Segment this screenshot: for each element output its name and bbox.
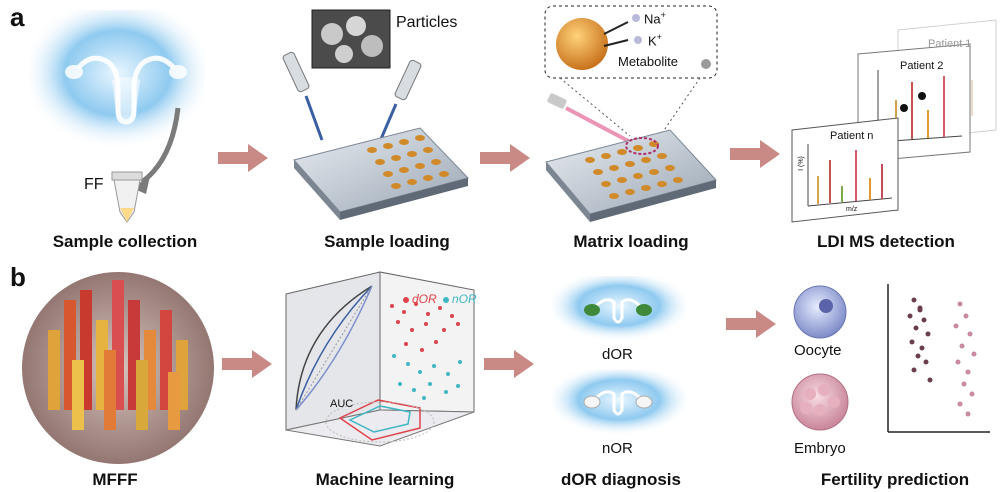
oocyte-label: Oocyte: [794, 342, 842, 359]
laser-icon: [547, 93, 635, 146]
ff-label: FF: [84, 176, 104, 193]
spectrum-y-axis-label: I (%): [797, 156, 805, 171]
flow-arrow-a1: [218, 144, 268, 172]
ion-inset-box: [544, 5, 718, 79]
auc-label: AUC: [330, 398, 354, 410]
step-label-machine-learning: Machine learning: [315, 470, 455, 489]
panel-a-letter: a: [10, 2, 25, 32]
uterus-illustration: [30, 10, 205, 150]
well-plate-loading: [293, 127, 469, 220]
patient-1-label: Patient 1: [928, 38, 972, 50]
flow-arrow-a2: [480, 144, 530, 172]
dor-diagnosis-label: dOR: [602, 346, 633, 363]
mfff-bars-illustration: [22, 272, 214, 464]
flow-arrow-b2: [484, 350, 534, 378]
patient-n-label: Patient n: [830, 130, 874, 142]
na-ion-label: Na+: [644, 10, 666, 27]
uterus-nor-illustration: [552, 370, 686, 436]
flow-arrow-b1: [222, 350, 272, 378]
metabolite-label: Metabolite: [618, 54, 678, 69]
ml-room-illustration: [285, 271, 475, 447]
panel-b-letter: b: [10, 262, 26, 292]
fertility-scatter-plot: [887, 284, 990, 433]
oocyte-icon: [793, 285, 847, 339]
legend-dor-label: dOR: [412, 292, 437, 306]
nor-diagnosis-label: nOR: [602, 440, 633, 457]
step-label-sample-loading: Sample loading: [324, 232, 450, 251]
step-label-dor-diagnosis: dOR diagnosis: [561, 470, 681, 489]
step-label-matrix-loading: Matrix loading: [573, 232, 689, 251]
particles-sem-image: [311, 9, 391, 69]
spectrum-patient-n: [791, 117, 899, 223]
well-plate-matrix: [545, 129, 717, 222]
pipette-left-icon: [282, 51, 324, 141]
uterus-dor-illustration: [552, 276, 686, 342]
spectrum-x-axis-label: m/z: [846, 206, 858, 213]
flow-arrow-a3: [730, 140, 780, 168]
step-label-fertility-prediction: Fertility prediction: [820, 470, 970, 489]
k-ion-label: K+: [648, 32, 662, 49]
sample-tube-icon: [111, 171, 143, 223]
legend-nor-label: nOR: [452, 292, 477, 306]
embryo-label: Embryo: [794, 440, 846, 457]
step-label-ldi-ms-detection: LDI MS detection: [817, 232, 955, 251]
patient-2-label: Patient 2: [900, 60, 944, 72]
particles-label: Particles: [396, 14, 458, 31]
step-label-mfff: MFFF: [92, 470, 138, 489]
step-label-sample-collection: Sample collection: [52, 232, 198, 251]
embryo-icon: [791, 373, 849, 431]
flow-arrow-b3: [726, 310, 776, 338]
